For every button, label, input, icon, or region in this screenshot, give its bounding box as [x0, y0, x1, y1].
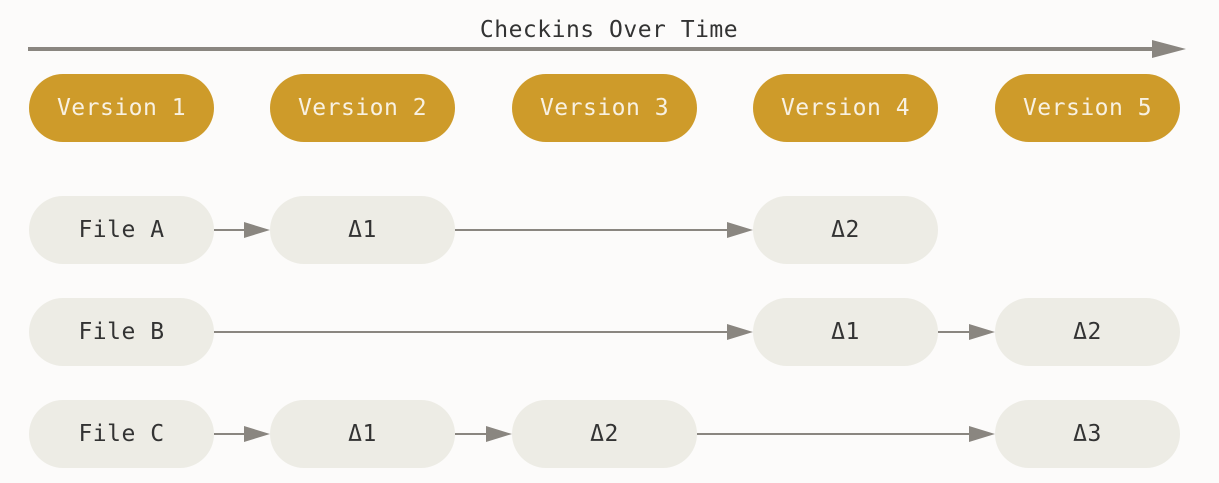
- file-2-arrowhead-2: [969, 324, 995, 340]
- version-4-pill: Version 4: [753, 74, 938, 142]
- version-1-pill: Version 1: [29, 74, 214, 142]
- file-3-arrowhead-1: [244, 426, 270, 442]
- file-3-delta-1: Δ1: [270, 400, 455, 468]
- file-3-arrowhead-3: [969, 426, 995, 442]
- version-5-pill: Version 5: [995, 74, 1180, 142]
- file-c-label: File C: [29, 400, 214, 468]
- file-2-delta-1: Δ1: [753, 298, 938, 366]
- file-3-delta-3: Δ3: [995, 400, 1180, 468]
- file-2-delta-2: Δ2: [995, 298, 1180, 366]
- file-1-arrowhead-1: [244, 222, 270, 238]
- file-2-arrowhead-1: [727, 324, 753, 340]
- file-3-delta-2: Δ2: [512, 400, 697, 468]
- version-2-pill: Version 2: [270, 74, 455, 142]
- timeline-arrowhead: [1152, 40, 1186, 58]
- file-a-label: File A: [29, 196, 214, 264]
- file-1-delta-2: Δ2: [753, 196, 938, 264]
- file-b-label: File B: [29, 298, 214, 366]
- diagram-title: Checkins Over Time: [479, 17, 739, 43]
- version-3-pill: Version 3: [512, 74, 697, 142]
- file-3-arrowhead-2: [486, 426, 512, 442]
- file-1-delta-1: Δ1: [270, 196, 455, 264]
- file-1-arrowhead-2: [727, 222, 753, 238]
